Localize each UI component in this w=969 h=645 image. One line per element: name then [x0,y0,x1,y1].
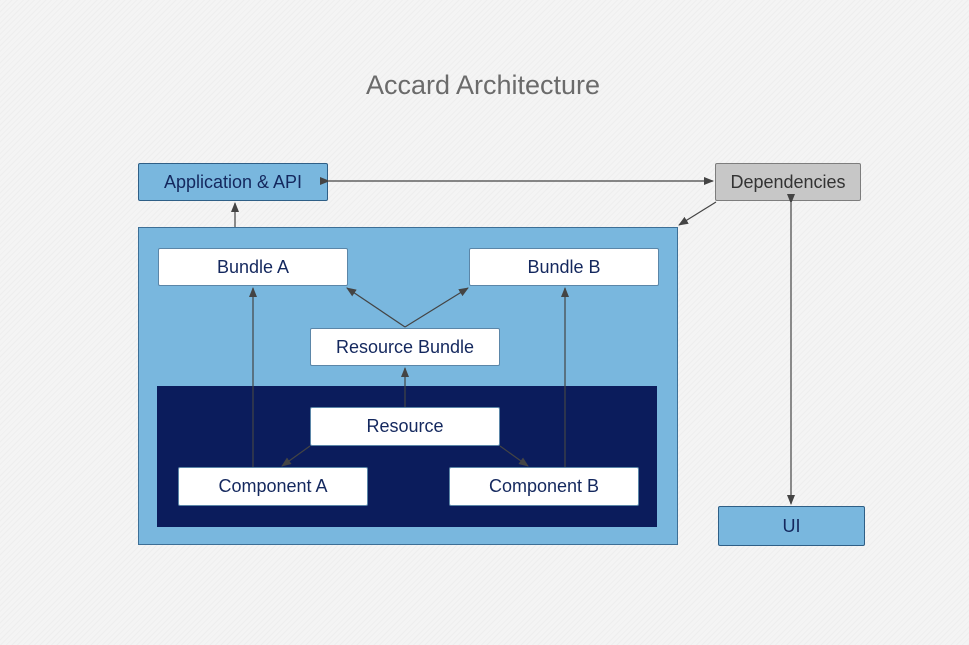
application-api-node[interactable]: Application & API [138,163,328,201]
resource-node[interactable]: Resource [310,407,500,446]
component-a-node[interactable]: Component A [178,467,368,506]
bundle-a-node[interactable]: Bundle A [158,248,348,286]
component-b-node[interactable]: Component B [449,467,639,506]
diagram-title: Accard Architecture [365,70,601,100]
dependencies-node[interactable]: Dependencies [715,163,861,201]
dependencies-to-core-link [678,201,717,226]
bundle-b-node[interactable]: Bundle B [469,248,659,286]
ui-node[interactable]: UI [718,506,865,546]
resource-bundle-node[interactable]: Resource Bundle [310,328,500,366]
